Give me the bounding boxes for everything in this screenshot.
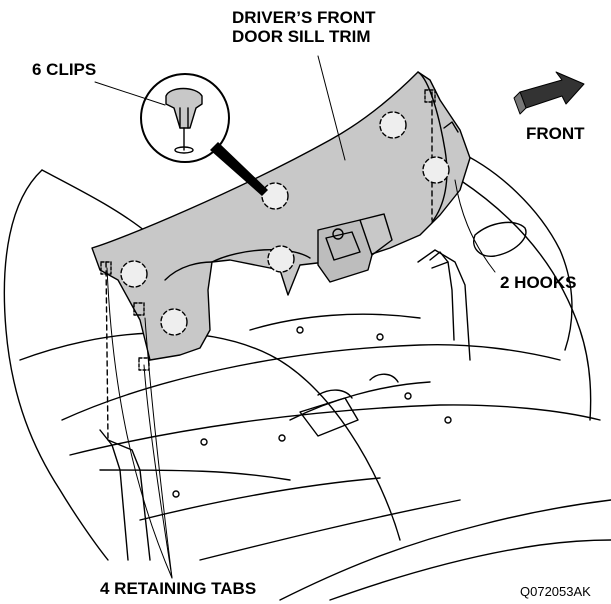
- vehicle-body-outline: [3, 149, 611, 601]
- hooks-label: 2 HOOKS: [500, 273, 577, 292]
- trim-label-line2: DOOR SILL TRIM: [232, 27, 371, 46]
- retaining-tabs-label: 4 RETAINING TABS: [100, 579, 257, 598]
- clip-marker: [422, 156, 450, 184]
- figure-code: Q072053AK: [520, 584, 591, 599]
- clip-marker: [160, 308, 188, 336]
- clip-marker: [120, 260, 148, 288]
- front-arrow-icon: [513, 71, 585, 115]
- hook-markers: [429, 121, 459, 263]
- trim-label: DRIVER’S FRONT DOOR SILL TRIM: [232, 8, 376, 46]
- trim-label-line1: DRIVER’S FRONT: [232, 8, 376, 27]
- front-label: FRONT: [526, 124, 585, 143]
- clip-marker: [379, 111, 407, 139]
- leader-lines: [94, 55, 496, 579]
- retaining-tab-markers: [100, 89, 436, 371]
- clip-marker: [261, 182, 289, 210]
- clip-positions: [120, 111, 450, 336]
- clip-magnifier-icon: [140, 73, 268, 196]
- clip-marker: [267, 245, 295, 273]
- door-sill-trim: [91, 71, 471, 441]
- clips-label: 6 CLIPS: [32, 60, 97, 79]
